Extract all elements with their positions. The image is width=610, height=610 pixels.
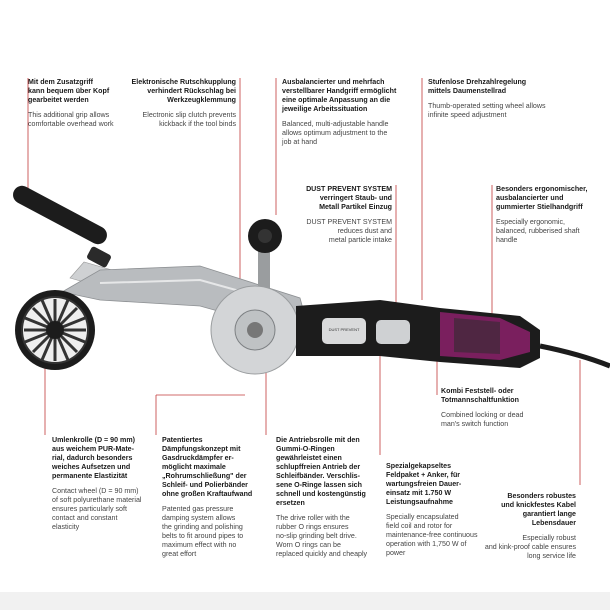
annotation-switch: Kombi Feststell- oder Totmannschaltfunkt… bbox=[441, 387, 561, 429]
annotation-de: DUST PREVENT SYSTEM verringert Staub- un… bbox=[306, 185, 392, 211]
auxiliary-grip bbox=[13, 185, 113, 287]
annotation-en: Thumb-operated setting wheel allows infi… bbox=[428, 102, 546, 119]
dust-prevent-vent bbox=[322, 318, 366, 344]
annotation-de: Besonders robustes und knickfestes Kabel… bbox=[501, 492, 576, 527]
annotation-en: DUST PREVENT SYSTEM reduces dust and met… bbox=[306, 218, 392, 244]
annotation-speed-control: Stufenlose Drehzahlregelung mittels Daum… bbox=[428, 78, 568, 120]
annotation-cable: Besonders robustes und knickfestes Kabel… bbox=[474, 492, 576, 561]
annotation-de: Kombi Feststell- oder Totmannschaltfunkt… bbox=[441, 387, 519, 404]
motor-body: DUST PREVENT bbox=[296, 300, 540, 368]
annotation-en: Specially encapsulated field coil and ro… bbox=[386, 513, 478, 557]
annotation-de: Elektronische Rutschkupplung verhindert … bbox=[131, 78, 236, 104]
annotation-dust-prevent: DUST PREVENT SYSTEM verringert Staub- un… bbox=[290, 185, 392, 245]
annotation-slip-clutch: Elektronische Rutschkupplung verhindert … bbox=[120, 78, 236, 129]
power-cable bbox=[539, 343, 610, 369]
annotation-field-coil: Spezialgekapseltes Feldpaket + Anker, fü… bbox=[386, 462, 490, 558]
contact-wheel bbox=[15, 290, 95, 370]
annotation-damping: Patentiertes Dämpfungskonzept mit Gasdru… bbox=[162, 436, 266, 559]
annotation-en: Electronic slip clutch prevents kickback… bbox=[142, 111, 236, 128]
annotation-en: Especially robust and kink-proof cable e… bbox=[484, 534, 576, 560]
annotation-shaft-handle: Besonders ergonomischer, ausbalancierter… bbox=[496, 185, 604, 245]
annotation-de: Ausbalancierter und mehrfach verstellbar… bbox=[282, 78, 397, 113]
annotation-de: Umlenkrolle (D = 90 mm) aus weichem PUR-… bbox=[52, 436, 135, 480]
annotation-de: Besonders ergonomischer, ausbalancierter… bbox=[496, 185, 588, 211]
annotation-handle: Ausbalancierter und mehrfach verstellbar… bbox=[282, 78, 414, 147]
annotation-de: Die Antriebsrolle mit den Gummi-O-Ringen… bbox=[276, 436, 366, 507]
annotation-de: Spezialgekapseltes Feldpaket + Anker, fü… bbox=[386, 462, 462, 506]
annotation-en: Contact wheel (D = 90 mm) of soft polyur… bbox=[52, 487, 142, 531]
footer-band bbox=[0, 592, 610, 610]
speed-wheel-housing bbox=[376, 320, 410, 344]
annotation-en: Combined locking or dead man's switch fu… bbox=[441, 411, 524, 428]
annotation-de: Stufenlose Drehzahlregelung mittels Daum… bbox=[428, 78, 527, 95]
drive-roller bbox=[210, 285, 300, 375]
annotation-de: Mit dem Zusatzgriff kann bequem über Kop… bbox=[28, 78, 110, 104]
annotation-contact-wheel: Umlenkrolle (D = 90 mm) aus weichem PUR-… bbox=[52, 436, 150, 532]
annotation-drive-roller: Die Antriebsrolle mit den Gummi-O-Ringen… bbox=[276, 436, 380, 559]
annotation-de: Patentiertes Dämpfungskonzept mit Gasdru… bbox=[162, 436, 253, 498]
annotation-en: This additional grip allows comfortable … bbox=[28, 111, 114, 128]
dust-prevent-label: DUST PREVENT bbox=[329, 327, 360, 332]
annotation-en: Especially ergonomic, balanced, rubberis… bbox=[496, 218, 580, 244]
annotation-en: The drive roller with the rubber O rings… bbox=[276, 514, 368, 558]
annotation-en: Balanced, multi-adjustable handle allows… bbox=[282, 120, 389, 146]
annotation-auxiliary-grip: Mit dem Zusatzgriff kann bequem über Kop… bbox=[28, 78, 148, 129]
annotation-en: Patented gas pressure damping system all… bbox=[162, 505, 244, 558]
